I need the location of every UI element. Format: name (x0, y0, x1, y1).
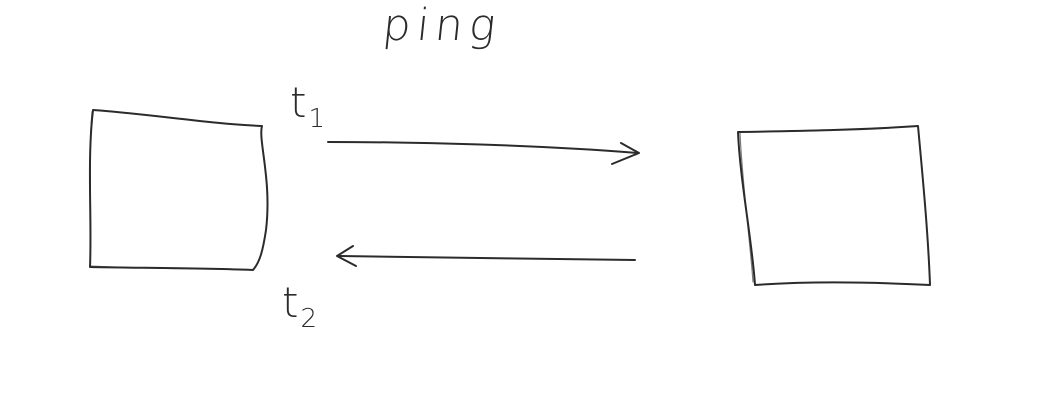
receiver-box (737, 125, 931, 286)
response-arrow (336, 245, 636, 267)
t2-label: t2 (282, 282, 318, 334)
t1-subscript: 1 (308, 104, 326, 134)
request-arrow (327, 141, 640, 165)
t2-letter: t (282, 278, 299, 327)
sender-box (88, 109, 269, 271)
t1-letter: t (290, 78, 307, 127)
diagram-title: ping (380, 0, 505, 51)
t2-subscript: 2 (300, 304, 318, 334)
t1-label: t1 (290, 82, 326, 134)
